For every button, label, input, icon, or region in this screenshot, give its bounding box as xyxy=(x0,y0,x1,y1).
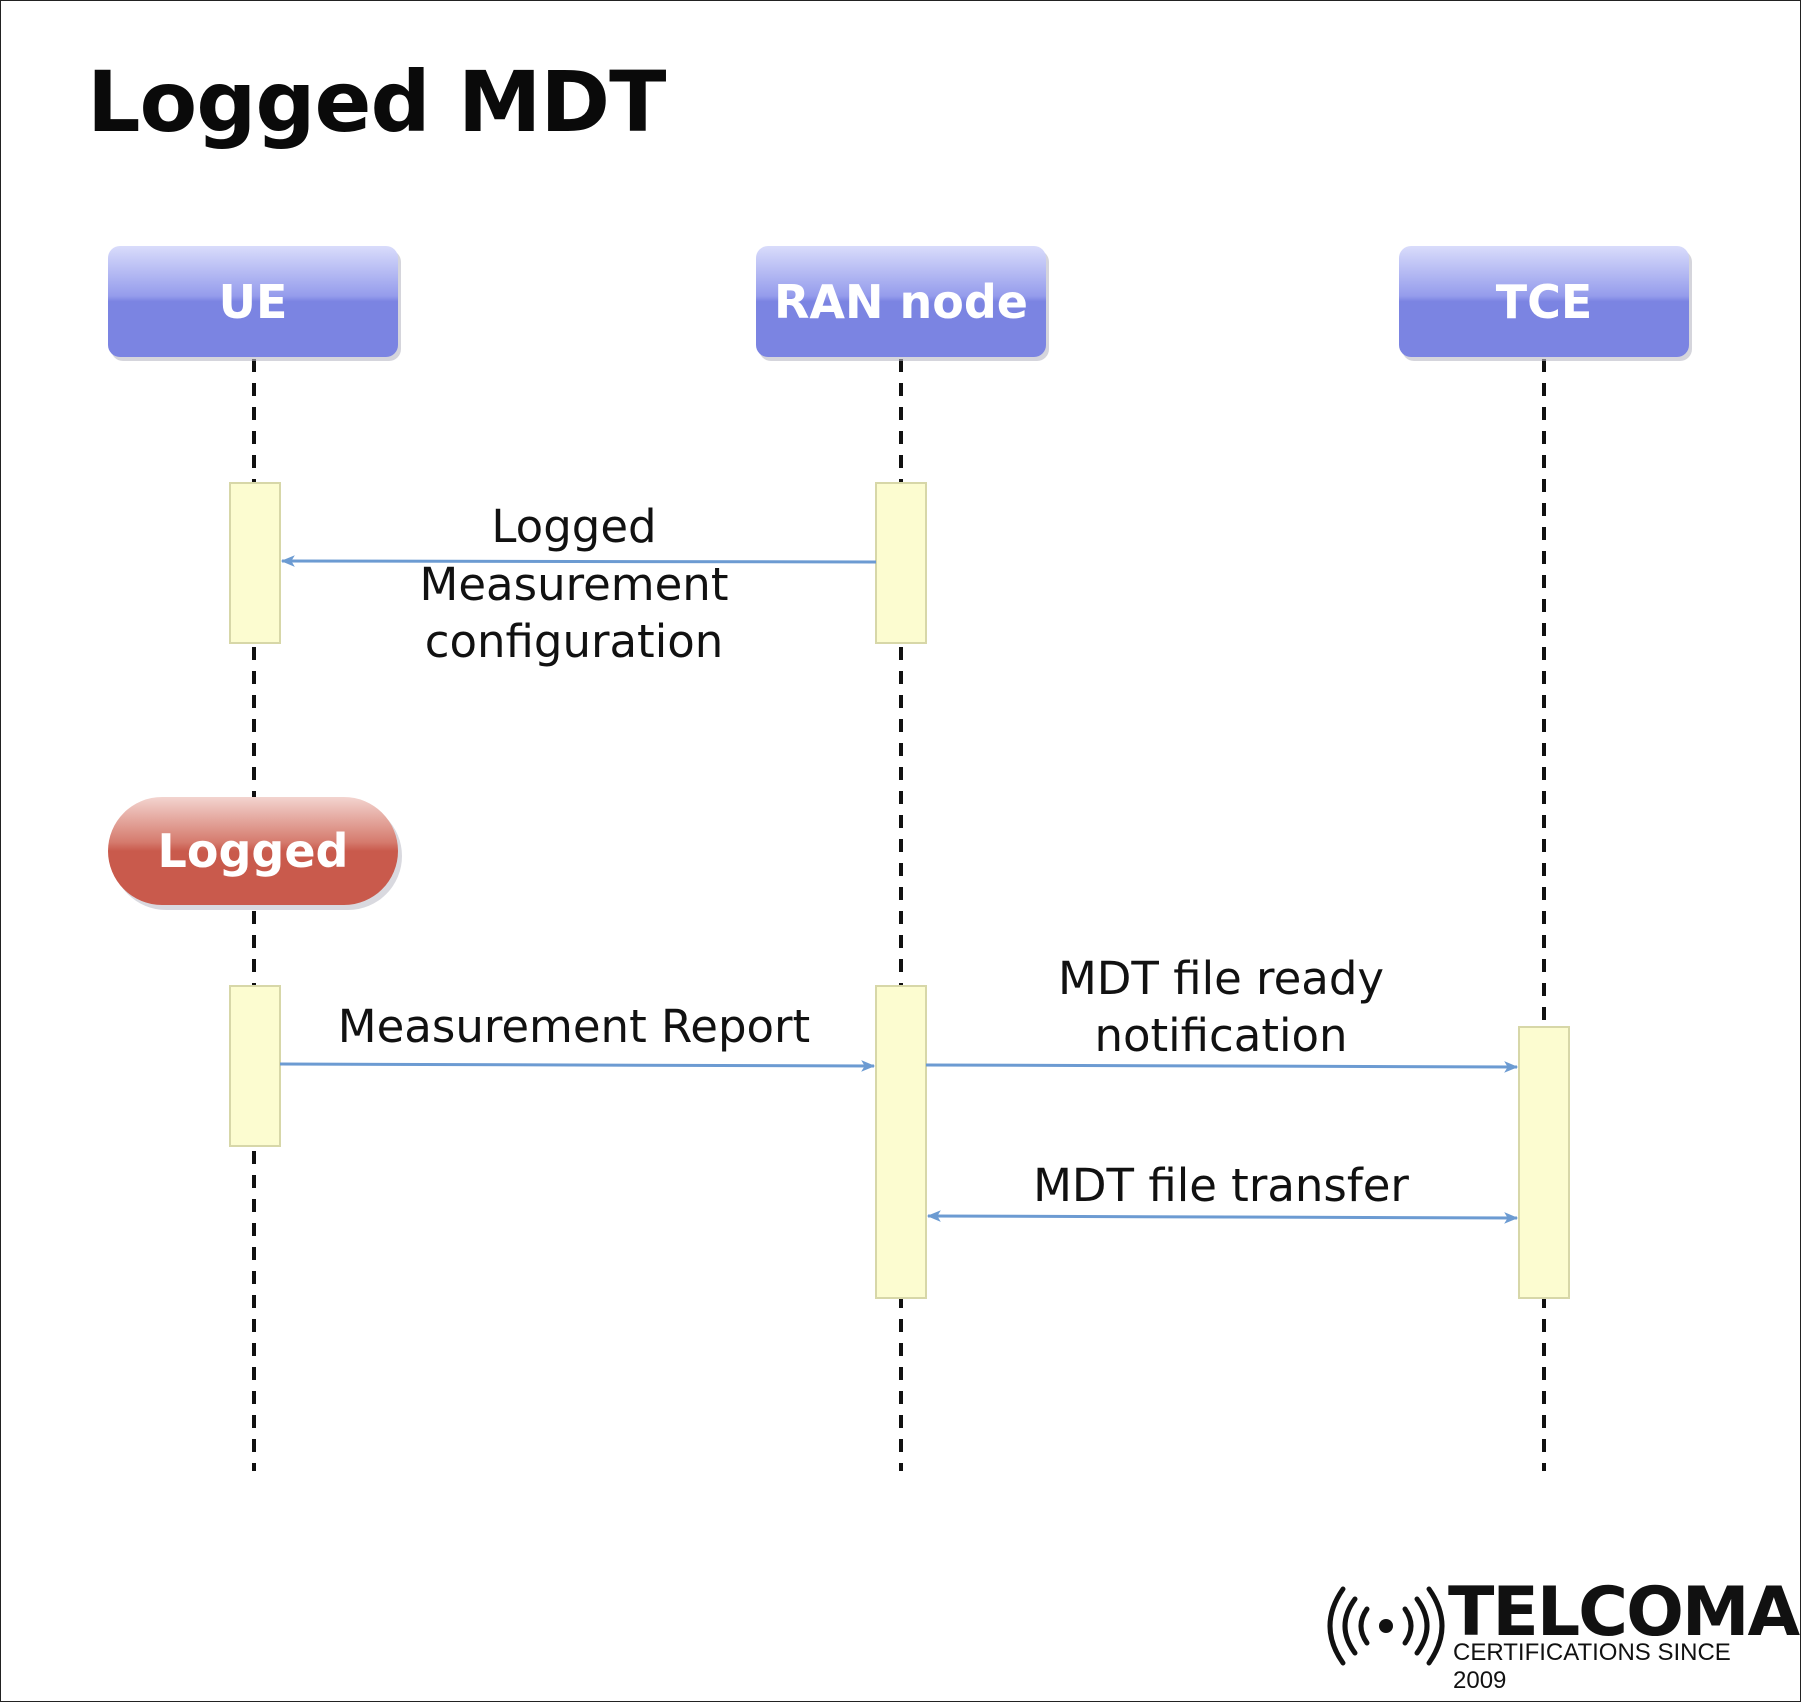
actor-ue: UE xyxy=(108,246,401,361)
activation-tce-1 xyxy=(1518,1026,1570,1299)
message-label-line-1: MDT file ready xyxy=(1058,952,1384,1005)
activation-ran-1 xyxy=(875,482,927,644)
actor-label-ran-node: RAN node xyxy=(774,275,1028,329)
broadcast-signal-icon xyxy=(1327,1586,1445,1666)
message-label-line-1: Logged xyxy=(491,500,656,553)
message-label: MDT file transfer xyxy=(1033,1159,1409,1212)
telcoma-logo: TELCOMA CERTIFICATIONS SINCE 2009 xyxy=(1321,1573,1800,1694)
actor-ran-node: RAN node xyxy=(756,246,1049,361)
message-logged-measurement-configuration: Logged Measurement configuration xyxy=(280,500,877,668)
activation-ue-1 xyxy=(229,482,281,644)
sequence-diagram: UE RAN node TCE Logged Logged Measurem xyxy=(108,246,1692,1471)
state-label: Logged xyxy=(158,824,349,878)
actor-tce: TCE xyxy=(1399,246,1692,361)
page-title: Logged MDT xyxy=(87,53,666,151)
message-mdt-file-ready-notification: MDT file ready notification xyxy=(925,952,1519,1073)
actor-label-tce: TCE xyxy=(1496,275,1593,329)
logo-tagline: CERTIFICATIONS SINCE 2009 xyxy=(1453,1639,1731,1694)
message-label: Measurement Report xyxy=(338,1000,810,1053)
activation-ran-2 xyxy=(875,985,927,1299)
message-label-line-3: configuration xyxy=(425,615,724,668)
actor-label-ue: UE xyxy=(219,275,288,329)
message-label-line-2: Measurement xyxy=(420,558,729,611)
state-logged: Logged xyxy=(108,797,402,910)
message-mdt-file-transfer: MDT file transfer xyxy=(926,1159,1519,1224)
activation-ue-2 xyxy=(229,985,281,1147)
message-label-line-2: notification xyxy=(1094,1009,1347,1062)
logo-name: TELCOMA xyxy=(1448,1573,1800,1652)
message-measurement-report: Measurement Report xyxy=(279,1000,876,1072)
